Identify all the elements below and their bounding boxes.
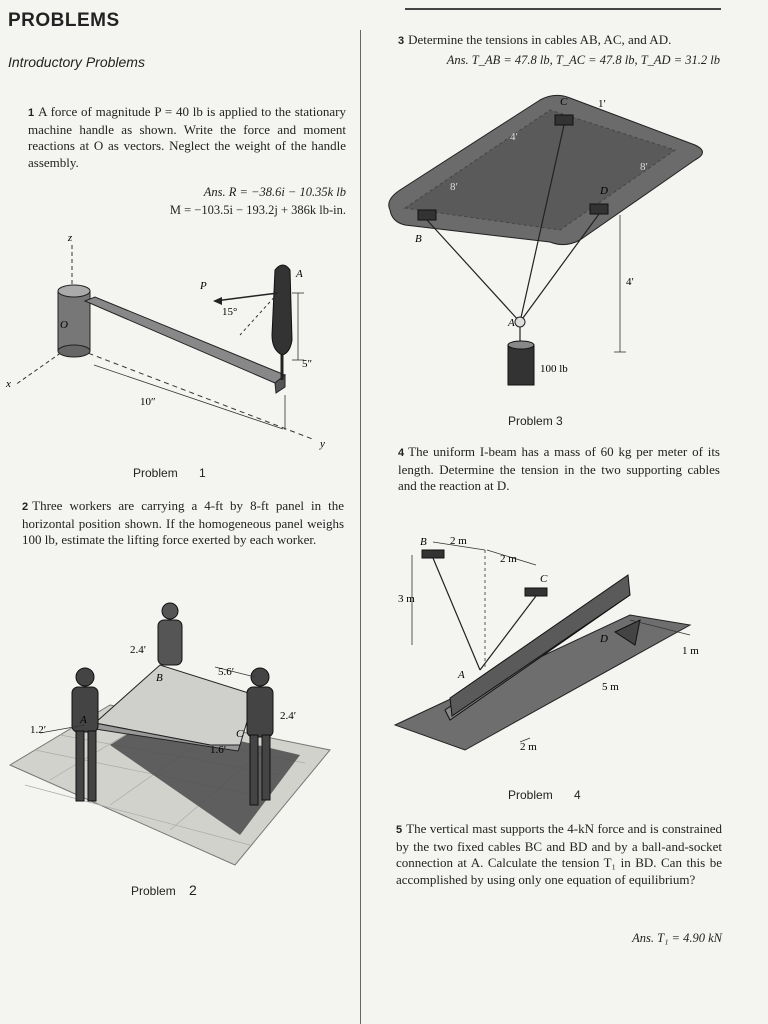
- label-2-4b: 2.4′: [280, 710, 296, 722]
- anchor-d: [589, 203, 609, 215]
- section-title: PROBLEMS: [8, 10, 120, 31]
- problem-4-caption-number: 4: [574, 788, 581, 802]
- label-4ft: 4′: [510, 131, 518, 143]
- worker-a: [71, 667, 99, 802]
- label-1m: 1 m: [682, 645, 699, 657]
- cable-ac: [519, 124, 565, 323]
- problem-1-answer-m: M = −103.5i − 193.2j + 386k lb-in.: [169, 203, 346, 217]
- problem-2-figure: A B C 2.4′ 5.6′ 2.4′ 1.2′ 1.6′: [8, 602, 331, 866]
- handle-arm: [83, 296, 286, 384]
- problem-3-statement: Determine the tensions in cables AB, AC,…: [408, 32, 672, 47]
- label-8ft-b: 8′: [640, 161, 648, 173]
- label-5-6: 5.6′: [218, 666, 234, 678]
- problem-1-answer-r: Ans. R = −38.6i − 10.35k lb: [203, 185, 346, 199]
- floor-slab: [393, 614, 692, 751]
- anchor-c: [554, 114, 574, 126]
- label-100lb: 100 lb: [540, 363, 568, 375]
- label-z: z: [67, 232, 73, 244]
- worker-c: [246, 667, 274, 806]
- label-d: D: [599, 185, 608, 197]
- anchor-b: [421, 549, 445, 559]
- label-5in: 5″: [302, 358, 312, 370]
- worker-b: [157, 602, 183, 666]
- label-x: x: [5, 378, 11, 390]
- problem-3-caption: Problem 3: [508, 414, 563, 428]
- label-c: C: [560, 96, 568, 108]
- label-1-2: 1.2′: [30, 724, 46, 736]
- label-1-6: 1.6′: [210, 744, 226, 756]
- problem-1-caption-number: 1: [199, 466, 206, 480]
- problem-2-number: 2: [22, 501, 29, 513]
- problem-2-statement: Three workers are carrying a 4-ft by 8-f…: [22, 498, 344, 547]
- label-5m: 5 m: [602, 681, 619, 693]
- problem-3-number: 3: [398, 35, 405, 47]
- cable-ad: [519, 213, 600, 323]
- problem-1-figure: z x y P A O 15° 10″ 5″: [5, 232, 325, 450]
- problem-4-caption: Problem 4: [508, 788, 581, 802]
- problem-5-statement: The vertical mast supports the 4-kN forc…: [396, 821, 722, 887]
- cable-ac: [479, 595, 537, 671]
- label-a: A: [295, 268, 303, 280]
- problem-2-caption-word: Problem: [131, 884, 176, 898]
- label-angle: 15°: [222, 306, 237, 318]
- label-b: B: [420, 536, 427, 548]
- problem-1-caption: Problem 1: [133, 466, 206, 480]
- label-a: A: [79, 714, 87, 726]
- column-divider: [360, 30, 361, 1024]
- label-b: B: [415, 233, 422, 245]
- cable-ab: [426, 219, 521, 323]
- label-d: D: [599, 633, 608, 645]
- problem-5-number: 5: [396, 824, 403, 836]
- label-2m-b: 2 m: [500, 553, 517, 565]
- problem-2-caption: Problem 2: [131, 882, 197, 898]
- anchor-b: [417, 209, 437, 221]
- problem-1-caption-word: Problem: [133, 466, 178, 480]
- cable-ab: [432, 557, 481, 671]
- label-2-4a: 2.4′: [130, 644, 146, 656]
- label-1ft: 1′: [598, 98, 606, 110]
- problem-3-answer: Ans. T_AB = 47.8 lb, T_AC = 47.8 lb, T_A…: [446, 53, 720, 67]
- problem-1-number: 1: [28, 107, 35, 119]
- problem-1-statement: A force of magnitude P = 40 lb is applie…: [28, 104, 346, 170]
- support-d: [613, 619, 641, 646]
- y-axis: [79, 349, 316, 441]
- label-p: P: [199, 280, 207, 292]
- label-8ft-a: 8′: [450, 181, 458, 193]
- label-4ft-vertical: 4′: [626, 276, 634, 288]
- label-o: O: [60, 319, 68, 331]
- problem-4-statement: The uniform I-beam has a mass of 60 kg p…: [398, 444, 720, 493]
- label-2m-c: 2 m: [520, 741, 537, 753]
- weight-100lb: [507, 340, 535, 386]
- problem-5-answer: Ans. T₁ = 4.90 kN: [632, 931, 722, 945]
- label-a: A: [507, 317, 515, 329]
- problem-4-number: 4: [398, 447, 405, 459]
- label-c: C: [540, 573, 548, 585]
- problem-4-caption-word: Problem: [508, 788, 553, 802]
- anchor-c: [524, 587, 548, 597]
- label-3m: 3 m: [398, 593, 415, 605]
- handle-grip: [271, 264, 293, 356]
- section-subtitle: Introductory Problems: [8, 54, 145, 70]
- label-2m-a: 2 m: [450, 535, 467, 547]
- label-a: A: [457, 669, 465, 681]
- label-c: C: [236, 728, 244, 740]
- ring-a: [514, 316, 526, 328]
- x-axis: [14, 344, 73, 386]
- problem-2-caption-number: 2: [189, 882, 197, 898]
- problem-4-figure: B C D A 2 m 2 m 3 m 1 m 5 m 2 m: [393, 535, 699, 753]
- force-p-arrow: [214, 292, 279, 302]
- label-y: y: [319, 438, 325, 450]
- label-b: B: [156, 672, 163, 684]
- problem-3-figure: B C D A 1′ 4′ 4′ 8′ 8′ 100 lb: [388, 94, 703, 386]
- top-rule: [405, 8, 721, 10]
- label-10in: 10″: [140, 396, 156, 408]
